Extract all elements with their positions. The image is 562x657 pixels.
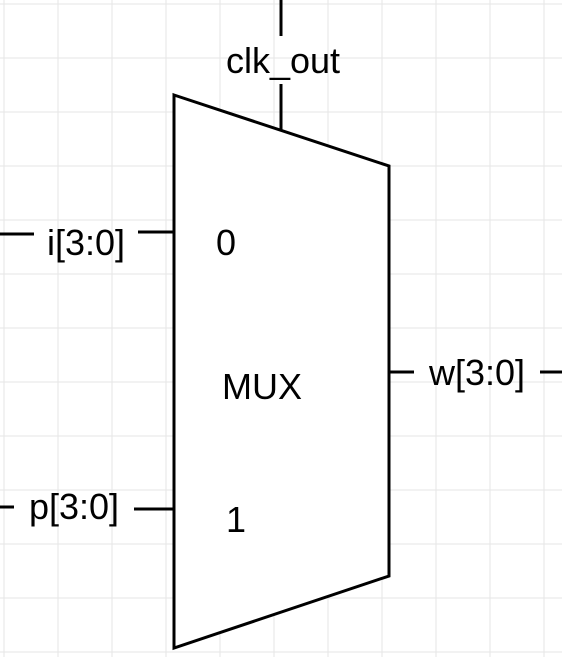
input-port-0-label: 0 bbox=[216, 222, 236, 263]
mux-body bbox=[172, 92, 391, 651]
select-signal-label: clk_out bbox=[226, 40, 340, 81]
mux-label: MUX bbox=[222, 366, 302, 407]
input-port-1-label: 1 bbox=[226, 499, 246, 540]
input-1-signal-label: p[3:0] bbox=[29, 486, 119, 527]
input-0-signal-label: i[3:0] bbox=[47, 222, 125, 263]
output-signal-label: w[3:0] bbox=[428, 352, 525, 393]
